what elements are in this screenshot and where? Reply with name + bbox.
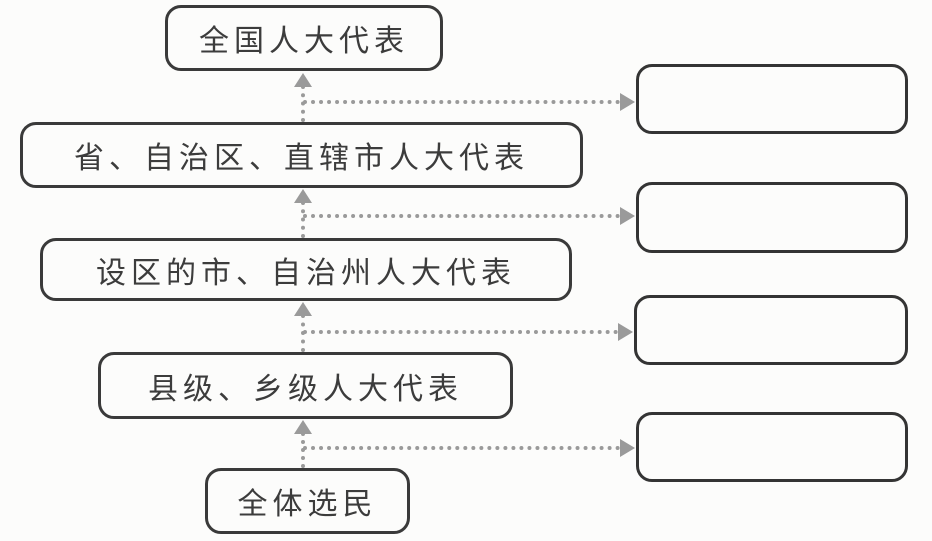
blank-box-2 xyxy=(636,182,908,253)
right-arrow-line-1 xyxy=(303,100,620,104)
right-arrowhead-2-icon xyxy=(620,207,635,225)
blank-box-4 xyxy=(636,412,908,482)
up-arrow-line-2 xyxy=(301,201,305,238)
blank-box-1 xyxy=(636,64,908,134)
right-arrow-line-4 xyxy=(303,446,620,450)
box-national-deputies: 全国人大代表 xyxy=(165,5,443,71)
right-arrowhead-3-icon xyxy=(618,323,633,341)
box-prefectural-deputies: 设区的市、自治州人大代表 xyxy=(40,238,572,301)
box-all-voters-label: 全体选民 xyxy=(237,487,378,522)
box-provincial-deputies-label: 省、自治区、直辖市人大代表 xyxy=(74,141,529,176)
up-arrowhead-2-icon xyxy=(294,189,312,203)
box-provincial-deputies: 省、自治区、直辖市人大代表 xyxy=(20,122,583,188)
box-county-township-deputies-label: 县级、乡级人大代表 xyxy=(148,371,463,407)
up-arrowhead-1-icon xyxy=(294,73,312,87)
right-arrow-line-2 xyxy=(303,214,620,218)
box-county-township-deputies: 县级、乡级人大代表 xyxy=(98,352,513,419)
blank-box-3 xyxy=(634,295,908,365)
up-arrowhead-4-icon xyxy=(294,420,312,434)
box-prefectural-deputies-label: 设区的市、自治州人大代表 xyxy=(96,255,516,291)
up-arrow-line-4 xyxy=(301,432,305,468)
right-arrowhead-1-icon xyxy=(620,93,635,111)
right-arrowhead-4-icon xyxy=(620,439,635,457)
up-arrowhead-3-icon xyxy=(294,302,312,316)
box-national-deputies-label: 全国人大代表 xyxy=(199,24,409,59)
right-arrow-line-3 xyxy=(303,330,618,334)
box-all-voters: 全体选民 xyxy=(205,468,410,534)
